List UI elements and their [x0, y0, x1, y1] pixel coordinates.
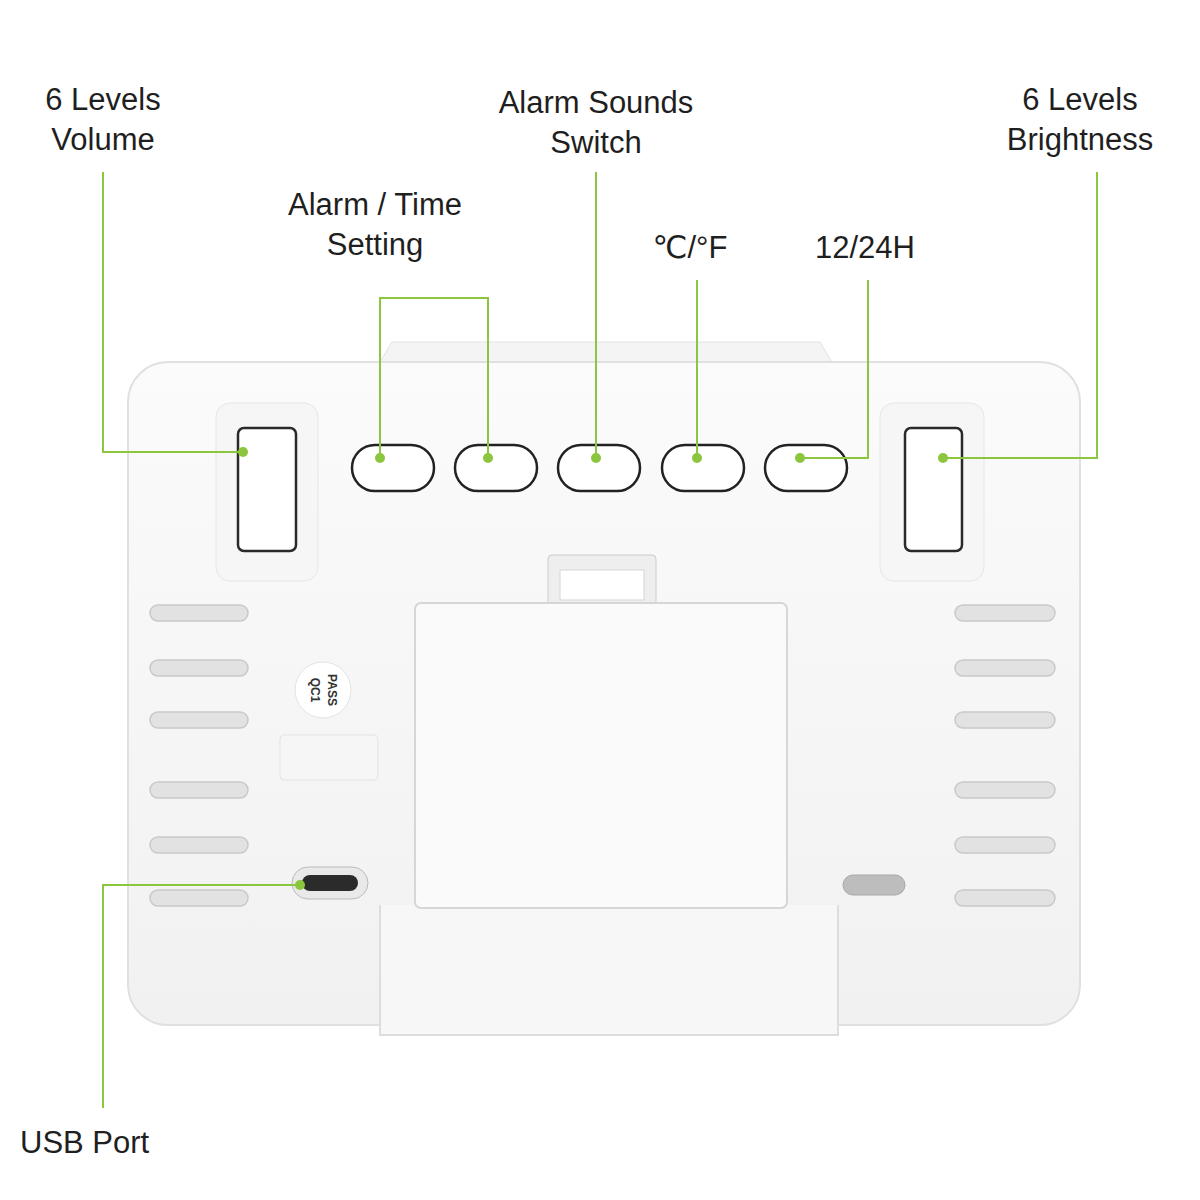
volume-button: [238, 428, 296, 551]
callout-label: USB Port: [20, 1123, 200, 1163]
hinge-slot: [560, 570, 644, 600]
brightness-button: [905, 428, 962, 551]
callout-label: 6 Levels Volume: [15, 80, 191, 160]
top-lip: [380, 342, 832, 362]
label-plate: [280, 735, 378, 780]
callout-label: ℃/°F: [620, 228, 760, 268]
qc-sticker: [295, 662, 351, 718]
recess: [216, 403, 318, 581]
usb-socket: [302, 875, 358, 891]
stand: [380, 905, 838, 1035]
hole: [843, 875, 905, 895]
leader-lines: [103, 172, 1097, 1108]
vent-slots: [150, 605, 1055, 906]
top-buttons: [352, 445, 847, 491]
leader-dots: [238, 447, 948, 890]
sticker-text: PASS: [325, 674, 339, 706]
callout-label: Alarm Sounds Switch: [466, 83, 726, 163]
usb-port: [292, 867, 368, 899]
callout-label: 12/24H: [790, 228, 940, 268]
battery-cover: [415, 603, 787, 908]
callout-label: Alarm / Time Setting: [260, 185, 490, 265]
callout-label: 6 Levels Brightness: [975, 80, 1185, 160]
sticker-text: QC1: [308, 678, 322, 703]
recess: [880, 403, 984, 581]
hinge-clip: [548, 555, 656, 605]
